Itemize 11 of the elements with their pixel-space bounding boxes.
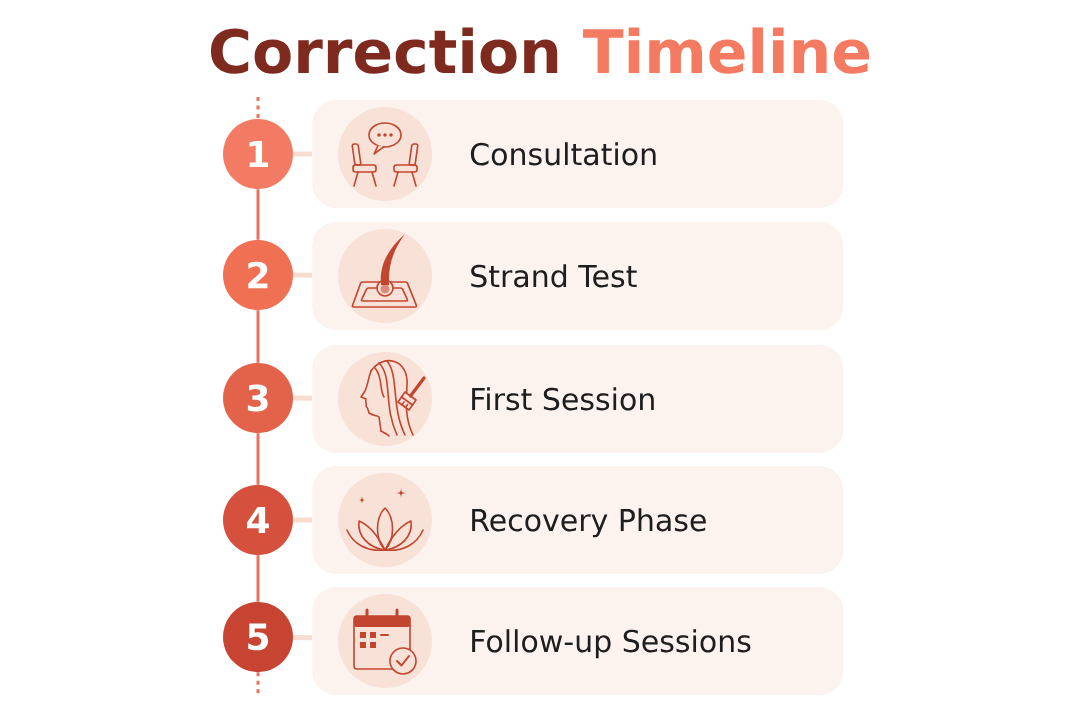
timeline-line [256,189,260,240]
timeline-line [256,433,260,485]
timeline-line [256,310,260,363]
connector-line [293,395,312,401]
connector-line [293,517,312,523]
title: Correction Timeline [211,27,870,74]
connector-line [293,272,312,278]
connector-line [293,634,313,641]
dotted-line [256,97,260,119]
connector-line [293,151,312,157]
timeline-line [256,555,260,602]
